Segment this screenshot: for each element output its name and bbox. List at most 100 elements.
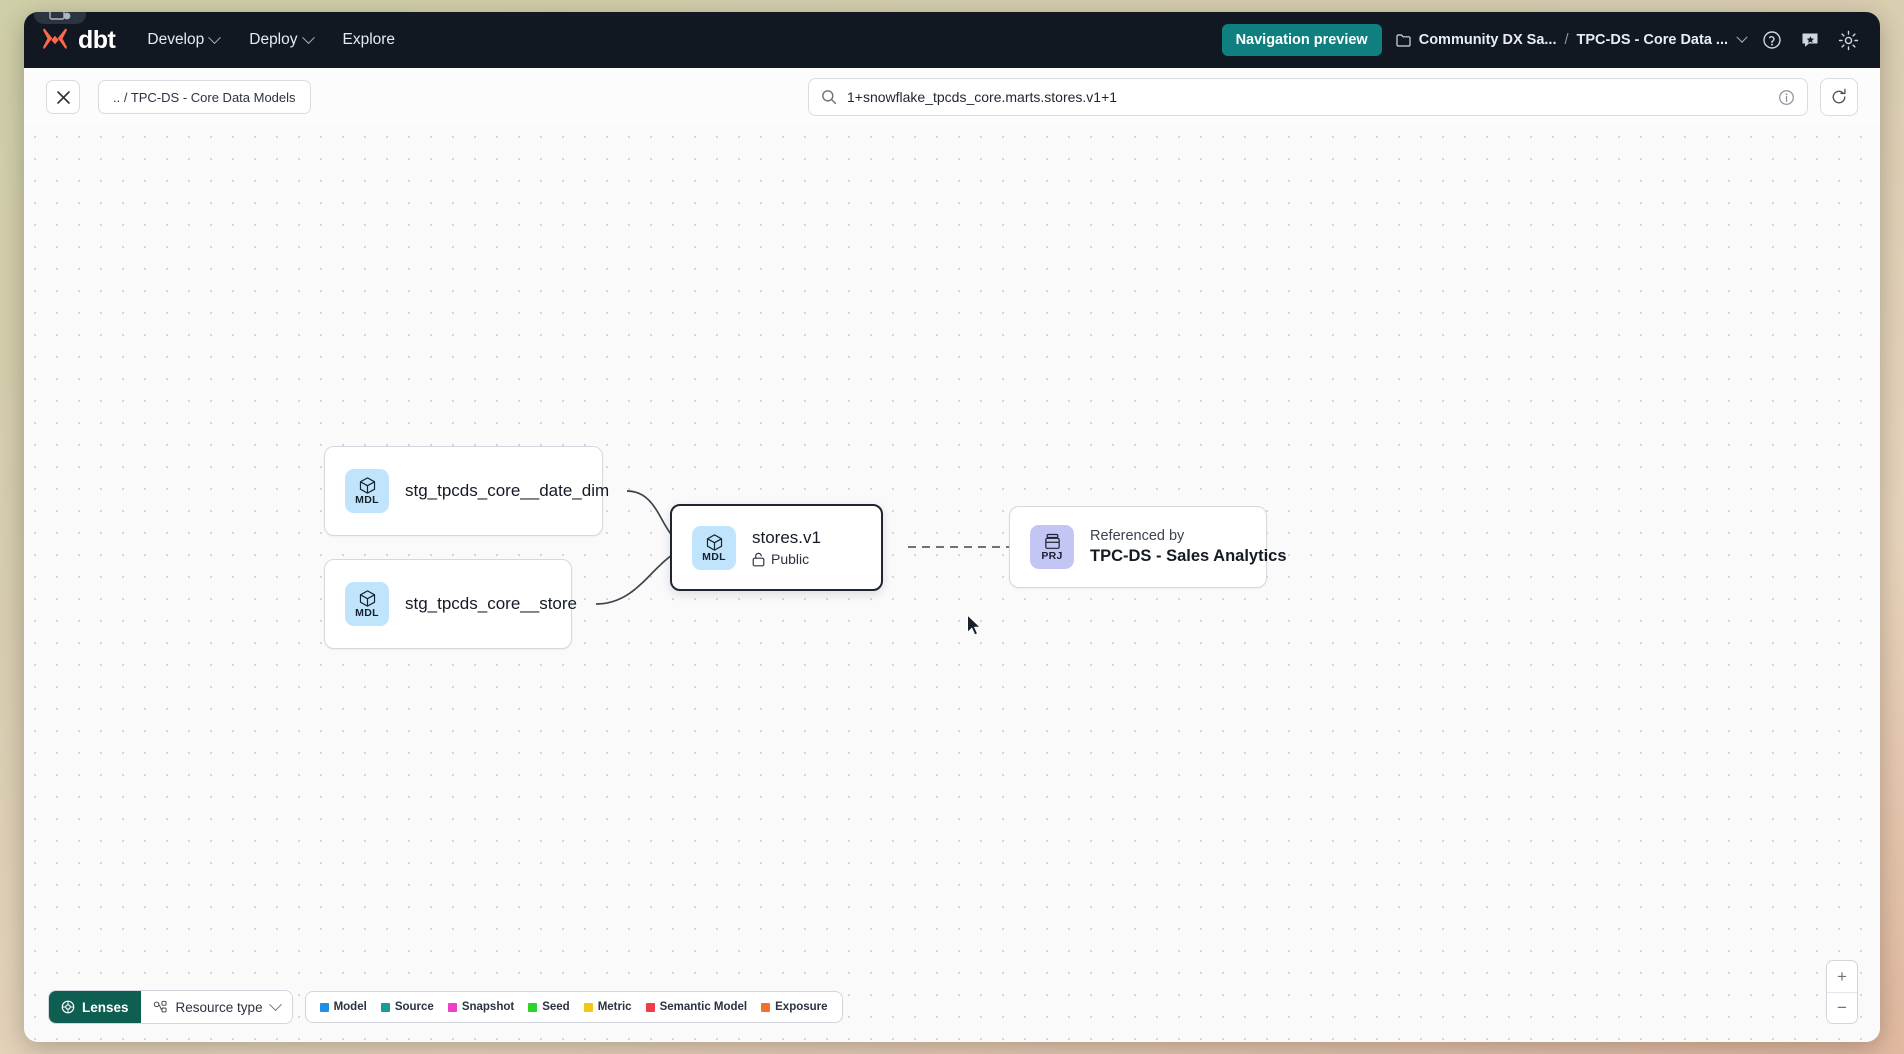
chevron-down-icon — [269, 998, 282, 1011]
node-title: stg_tpcds_core__date_dim — [405, 481, 609, 501]
node-project-name: TPC-DS - Sales Analytics — [1090, 547, 1287, 566]
legend-label: Exposure — [775, 1001, 827, 1013]
graph-node-stores-v1[interactable]: MDL stores.v1 Public — [670, 504, 883, 591]
project-badge: PRJ — [1030, 525, 1074, 569]
lens-controls-group: Lenses Resource type — [48, 990, 293, 1024]
search-icon — [821, 89, 837, 105]
lineage-search-box[interactable] — [808, 78, 1808, 116]
navigation-preview-button[interactable]: Navigation preview — [1222, 24, 1382, 56]
close-icon[interactable] — [46, 80, 80, 114]
help-circle-icon[interactable] — [1760, 28, 1784, 52]
account-breadcrumb: Community DX Sa... / TPC-DS - Core Data … — [1396, 32, 1746, 48]
search-input[interactable] — [847, 89, 1768, 105]
lineage-breadcrumb[interactable]: .. / TPC-DS - Core Data Models — [98, 80, 311, 114]
lenses-button[interactable]: Lenses — [49, 991, 141, 1023]
legend-item-model: Model — [320, 1001, 367, 1013]
legend-item-seed: Seed — [528, 1001, 570, 1013]
legend-swatch — [761, 1003, 770, 1012]
feedback-icon[interactable] — [1798, 28, 1822, 52]
cube-icon — [358, 476, 377, 495]
nav-item-develop-label: Develop — [147, 31, 204, 49]
info-icon[interactable] — [1778, 89, 1795, 106]
lineage-toolbar: .. / TPC-DS - Core Data Models — [24, 68, 1880, 126]
screen-share-icon — [49, 12, 71, 21]
badge-label: MDL — [355, 608, 379, 619]
zoom-out-button[interactable]: − — [1827, 992, 1857, 1023]
legend-label: Metric — [598, 1001, 632, 1013]
dbt-logo[interactable]: dbt — [40, 25, 115, 55]
nav-item-explore[interactable]: Explore — [343, 31, 396, 49]
nav-item-deploy[interactable]: Deploy — [249, 31, 312, 49]
zoom-in-button[interactable]: + — [1827, 961, 1857, 992]
legend-item-source: Source — [381, 1001, 434, 1013]
badge-label: PRJ — [1041, 551, 1062, 562]
legend-item-metric: Metric — [584, 1001, 632, 1013]
nav-item-explore-label: Explore — [343, 31, 396, 49]
breadcrumb-separator: / — [1565, 32, 1569, 48]
cube-icon — [705, 533, 724, 552]
node-title: stores.v1 — [752, 528, 821, 548]
badge-label: MDL — [355, 495, 379, 506]
dbt-wordmark: dbt — [78, 28, 115, 53]
nav-item-deploy-label: Deploy — [249, 31, 297, 49]
node-access-label: Public — [771, 551, 809, 567]
node-access-row: Public — [752, 551, 821, 567]
legend-label: Snapshot — [462, 1001, 514, 1013]
chevron-down-icon — [208, 31, 221, 44]
graph-node-stg-store[interactable]: MDL stg_tpcds_core__store — [324, 559, 572, 649]
node-title: stg_tpcds_core__store — [405, 594, 577, 614]
legend-item-semantic-model: Semantic Model — [646, 1001, 748, 1013]
folder-icon — [1396, 34, 1411, 47]
zoom-controls: + − — [1826, 960, 1858, 1024]
nav-item-develop[interactable]: Develop — [147, 31, 219, 49]
account-name[interactable]: Community DX Sa... — [1419, 32, 1557, 48]
main-nav-links: Develop Deploy Explore — [147, 31, 395, 49]
model-badge: MDL — [345, 469, 389, 513]
resource-type-dropdown[interactable]: Resource type — [141, 991, 292, 1023]
mouse-cursor — [966, 614, 982, 638]
screen-share-indicator — [34, 12, 86, 24]
legend-item-exposure: Exposure — [761, 1001, 827, 1013]
dbt-mark-icon — [40, 25, 70, 55]
legend-label: Semantic Model — [660, 1001, 748, 1013]
chevron-down-icon — [302, 31, 315, 44]
node-text-stack: stores.v1 Public — [752, 528, 821, 567]
legend-swatch — [584, 1003, 593, 1012]
resource-type-icon — [153, 1000, 168, 1014]
lineage-bottom-toolbar: Lenses Resource type Model — [48, 990, 843, 1024]
legend-swatch — [381, 1003, 390, 1012]
lens-icon — [61, 1000, 75, 1014]
model-badge: MDL — [692, 526, 736, 570]
lenses-label: Lenses — [82, 1000, 129, 1015]
node-kicker: Referenced by — [1090, 528, 1287, 544]
legend-label: Source — [395, 1001, 434, 1013]
graph-node-referenced-by-project[interactable]: PRJ Referenced by TPC-DS - Sales Analyti… — [1009, 506, 1267, 588]
project-stack-icon — [1043, 532, 1062, 551]
legend-swatch — [646, 1003, 655, 1012]
graph-node-stg-date-dim[interactable]: MDL stg_tpcds_core__date_dim — [324, 446, 603, 536]
cube-icon — [358, 589, 377, 608]
refresh-icon[interactable] — [1820, 78, 1858, 116]
top-navigation-bar: dbt Develop Deploy Explore Navigation pr… — [24, 12, 1880, 68]
badge-label: MDL — [702, 552, 726, 563]
chevron-down-icon[interactable] — [1736, 32, 1747, 43]
dbt-explore-window: dbt Develop Deploy Explore Navigation pr… — [24, 12, 1880, 1042]
legend-label: Seed — [542, 1001, 570, 1013]
resource-type-legend: Model Source Snapshot Seed Metric — [305, 991, 843, 1023]
legend-swatch — [320, 1003, 329, 1012]
legend-label: Model — [334, 1001, 367, 1013]
legend-item-snapshot: Snapshot — [448, 1001, 514, 1013]
gear-icon[interactable] — [1836, 28, 1860, 52]
node-text-stack: Referenced by TPC-DS - Sales Analytics — [1090, 528, 1287, 566]
top-nav-right-group: Navigation preview Community DX Sa... / … — [1222, 24, 1860, 56]
legend-swatch — [528, 1003, 537, 1012]
resource-type-label: Resource type — [176, 1000, 263, 1015]
unlock-icon — [752, 552, 765, 567]
legend-swatch — [448, 1003, 457, 1012]
lineage-edges — [24, 126, 1880, 1042]
model-badge: MDL — [345, 582, 389, 626]
search-group — [808, 78, 1858, 116]
project-name[interactable]: TPC-DS - Core Data ... — [1577, 32, 1728, 48]
lineage-canvas[interactable]: MDL stg_tpcds_core__date_dim MDL stg_tpc… — [24, 126, 1880, 1042]
